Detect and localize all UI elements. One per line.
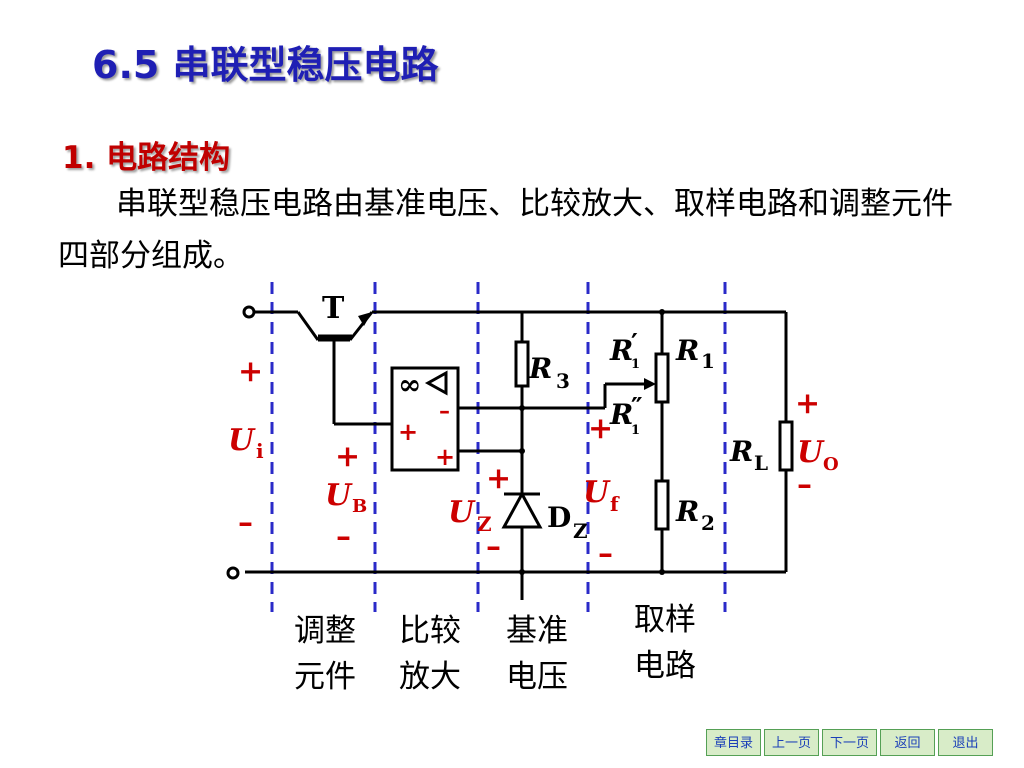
uo-sub: O	[823, 454, 839, 475]
uz-symbol: U	[448, 495, 476, 530]
emitter-arrow	[358, 312, 372, 326]
block-label-sampling-1: 取样	[634, 602, 696, 638]
opamp-plus-out: +	[435, 442, 455, 471]
ui-minus: –	[238, 505, 253, 540]
block-label-compare-1: 比较	[399, 613, 461, 649]
input-terminal-top	[242, 305, 256, 319]
block-label-adjust-1: 调整	[294, 613, 356, 649]
opamp-triangle-icon	[424, 370, 448, 396]
block-dividers	[270, 282, 727, 612]
r3-sub: 3	[556, 369, 570, 393]
uz-plus: +	[486, 461, 511, 496]
block-label-compare-2: 放大	[399, 659, 461, 695]
r1-sub: 1	[701, 349, 715, 373]
ub-minus: –	[336, 519, 351, 554]
rl-symbol: R	[729, 435, 753, 468]
junction-dots	[519, 309, 665, 575]
ub-plus: +	[335, 439, 360, 474]
uz-sub: Z	[477, 512, 492, 536]
rl-sub: L	[754, 451, 768, 475]
section-heading: 1. 电路结构	[62, 140, 231, 176]
zener-sub: Z	[573, 519, 588, 543]
r1-lower-prime: ″	[631, 393, 643, 423]
section-paragraph: 串联型稳压电路由基准电压、比较放大、取样电路和调整元件四部分组成。	[58, 186, 953, 274]
r2-sub: 2	[701, 511, 715, 535]
wiper-arrow	[644, 378, 656, 390]
uf-minus: –	[598, 536, 613, 571]
page-title: 6.5 串联型稳压电路	[92, 43, 439, 87]
block-label-adjust-2: 元件	[294, 659, 356, 695]
nav-next-page-button[interactable]: 下一页	[822, 729, 877, 756]
block-label-sampling-2: 电路	[634, 648, 696, 684]
nav-previous-page-button[interactable]: 上一页	[764, 729, 819, 756]
input-terminal-bottom	[226, 566, 240, 580]
uf-plus: +	[588, 411, 613, 446]
nav-back-button[interactable]: 返回	[880, 729, 935, 756]
r3-symbol: R	[528, 352, 552, 385]
r1-upper-symbol: R	[609, 334, 633, 367]
r1-upper-prime: ′	[631, 329, 638, 359]
transistor-label: T	[322, 291, 345, 326]
r1-symbol: R	[675, 334, 699, 367]
ub-sub: B	[352, 496, 367, 517]
nav-bar: 章目录 上一页 下一页 返回 退出	[706, 729, 993, 756]
ub-symbol: U	[325, 478, 353, 513]
block-label-reference-1: 基准	[506, 613, 568, 649]
ui-plus: +	[238, 354, 263, 389]
nav-exit-button[interactable]: 退出	[938, 729, 993, 756]
opamp-minus-sign: –	[439, 398, 450, 424]
opamp-gain: ∞	[398, 368, 421, 401]
nav-chapter-contents-button[interactable]: 章目录	[706, 729, 761, 756]
uo-minus: –	[797, 467, 812, 502]
uf-sub: f	[610, 492, 620, 516]
r1-lower-sub: 1	[631, 423, 640, 438]
uf-symbol: U	[583, 475, 611, 510]
ui-symbol: U	[228, 423, 256, 458]
uz-minus: –	[486, 529, 501, 564]
opamp-plus-sign: +	[398, 417, 418, 446]
r1-lower-symbol: R	[609, 398, 633, 431]
block-label-reference-2: 电压	[506, 659, 568, 695]
zener-symbol: D	[547, 501, 571, 534]
uo-plus: +	[795, 386, 820, 421]
r2-symbol: R	[675, 495, 699, 528]
r1-upper-sub: 1	[631, 357, 640, 372]
uo-symbol: U	[797, 435, 825, 470]
ui-sub: i	[256, 439, 264, 463]
